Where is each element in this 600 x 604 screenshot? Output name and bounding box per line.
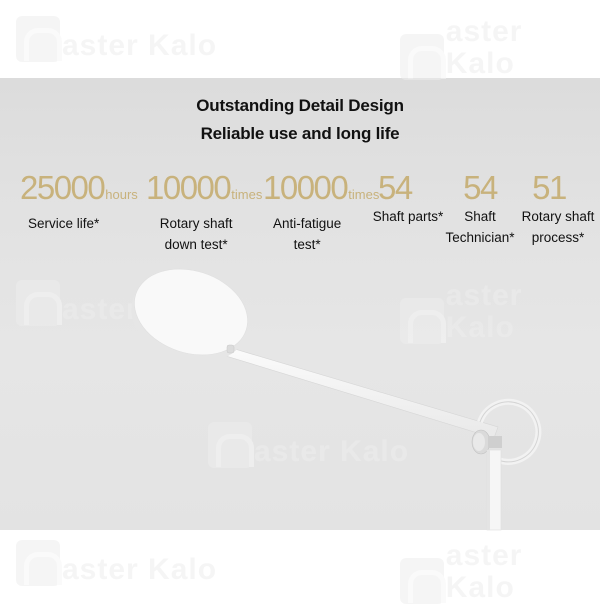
stat-label: Service life*	[28, 216, 100, 231]
stat-shaft-technician: 54 Shaft Technician*	[442, 170, 518, 248]
master-kalo-logo-icon	[208, 422, 254, 468]
stat-unit: times	[231, 187, 263, 202]
master-kalo-logo-icon	[400, 34, 446, 80]
watermark: aster Kalo	[400, 540, 600, 604]
stat-value: 25000	[20, 169, 106, 206]
stat-label: Shaft parts*	[372, 209, 444, 224]
stat-unit: hours	[105, 187, 138, 202]
watermark: aster Kalo	[16, 16, 217, 62]
watermark: aster Kalo	[208, 422, 409, 468]
master-kalo-logo-icon	[400, 298, 446, 344]
watermark: aster Kalo	[16, 540, 217, 586]
stat-rotary-shaft-down-test: 10000times Rotary shaft down test*	[146, 170, 262, 255]
stat-label: down test*	[164, 237, 228, 252]
stat-value: 10000	[263, 169, 349, 206]
stat-value: 54	[463, 169, 498, 206]
stat-value: 10000	[146, 169, 232, 206]
stat-label: test*	[293, 237, 321, 252]
stat-value: 54	[378, 169, 413, 206]
stat-label: Rotary shaft	[521, 209, 595, 224]
stat-service-life: 25000hours Service life*	[20, 170, 138, 234]
watermark: aster Kalo	[400, 16, 600, 80]
stat-unit: times	[348, 187, 380, 202]
stat-value: 51	[532, 169, 567, 206]
stat-label: Anti-fatigue	[273, 216, 342, 231]
watermark: aster Kalo	[400, 280, 600, 344]
stat-label: Technician*	[445, 230, 515, 245]
stat-anti-fatigue-test: 10000times Anti-fatigue test*	[263, 170, 379, 255]
master-kalo-logo-icon	[16, 280, 62, 326]
title-line-1: Outstanding Detail Design	[196, 96, 404, 115]
stat-shaft-parts: 54 Shaft parts*	[370, 170, 446, 227]
stat-label: process*	[531, 230, 585, 245]
master-kalo-logo-icon	[16, 16, 62, 62]
stat-label: Shaft	[464, 209, 496, 224]
stat-rotary-shaft-process: 51 Rotary shaft process*	[518, 170, 598, 248]
stat-label: Rotary shaft	[159, 216, 233, 231]
title-line-2: Reliable use and long life	[200, 124, 400, 143]
master-kalo-logo-icon	[16, 540, 62, 586]
master-kalo-logo-icon	[400, 558, 446, 604]
